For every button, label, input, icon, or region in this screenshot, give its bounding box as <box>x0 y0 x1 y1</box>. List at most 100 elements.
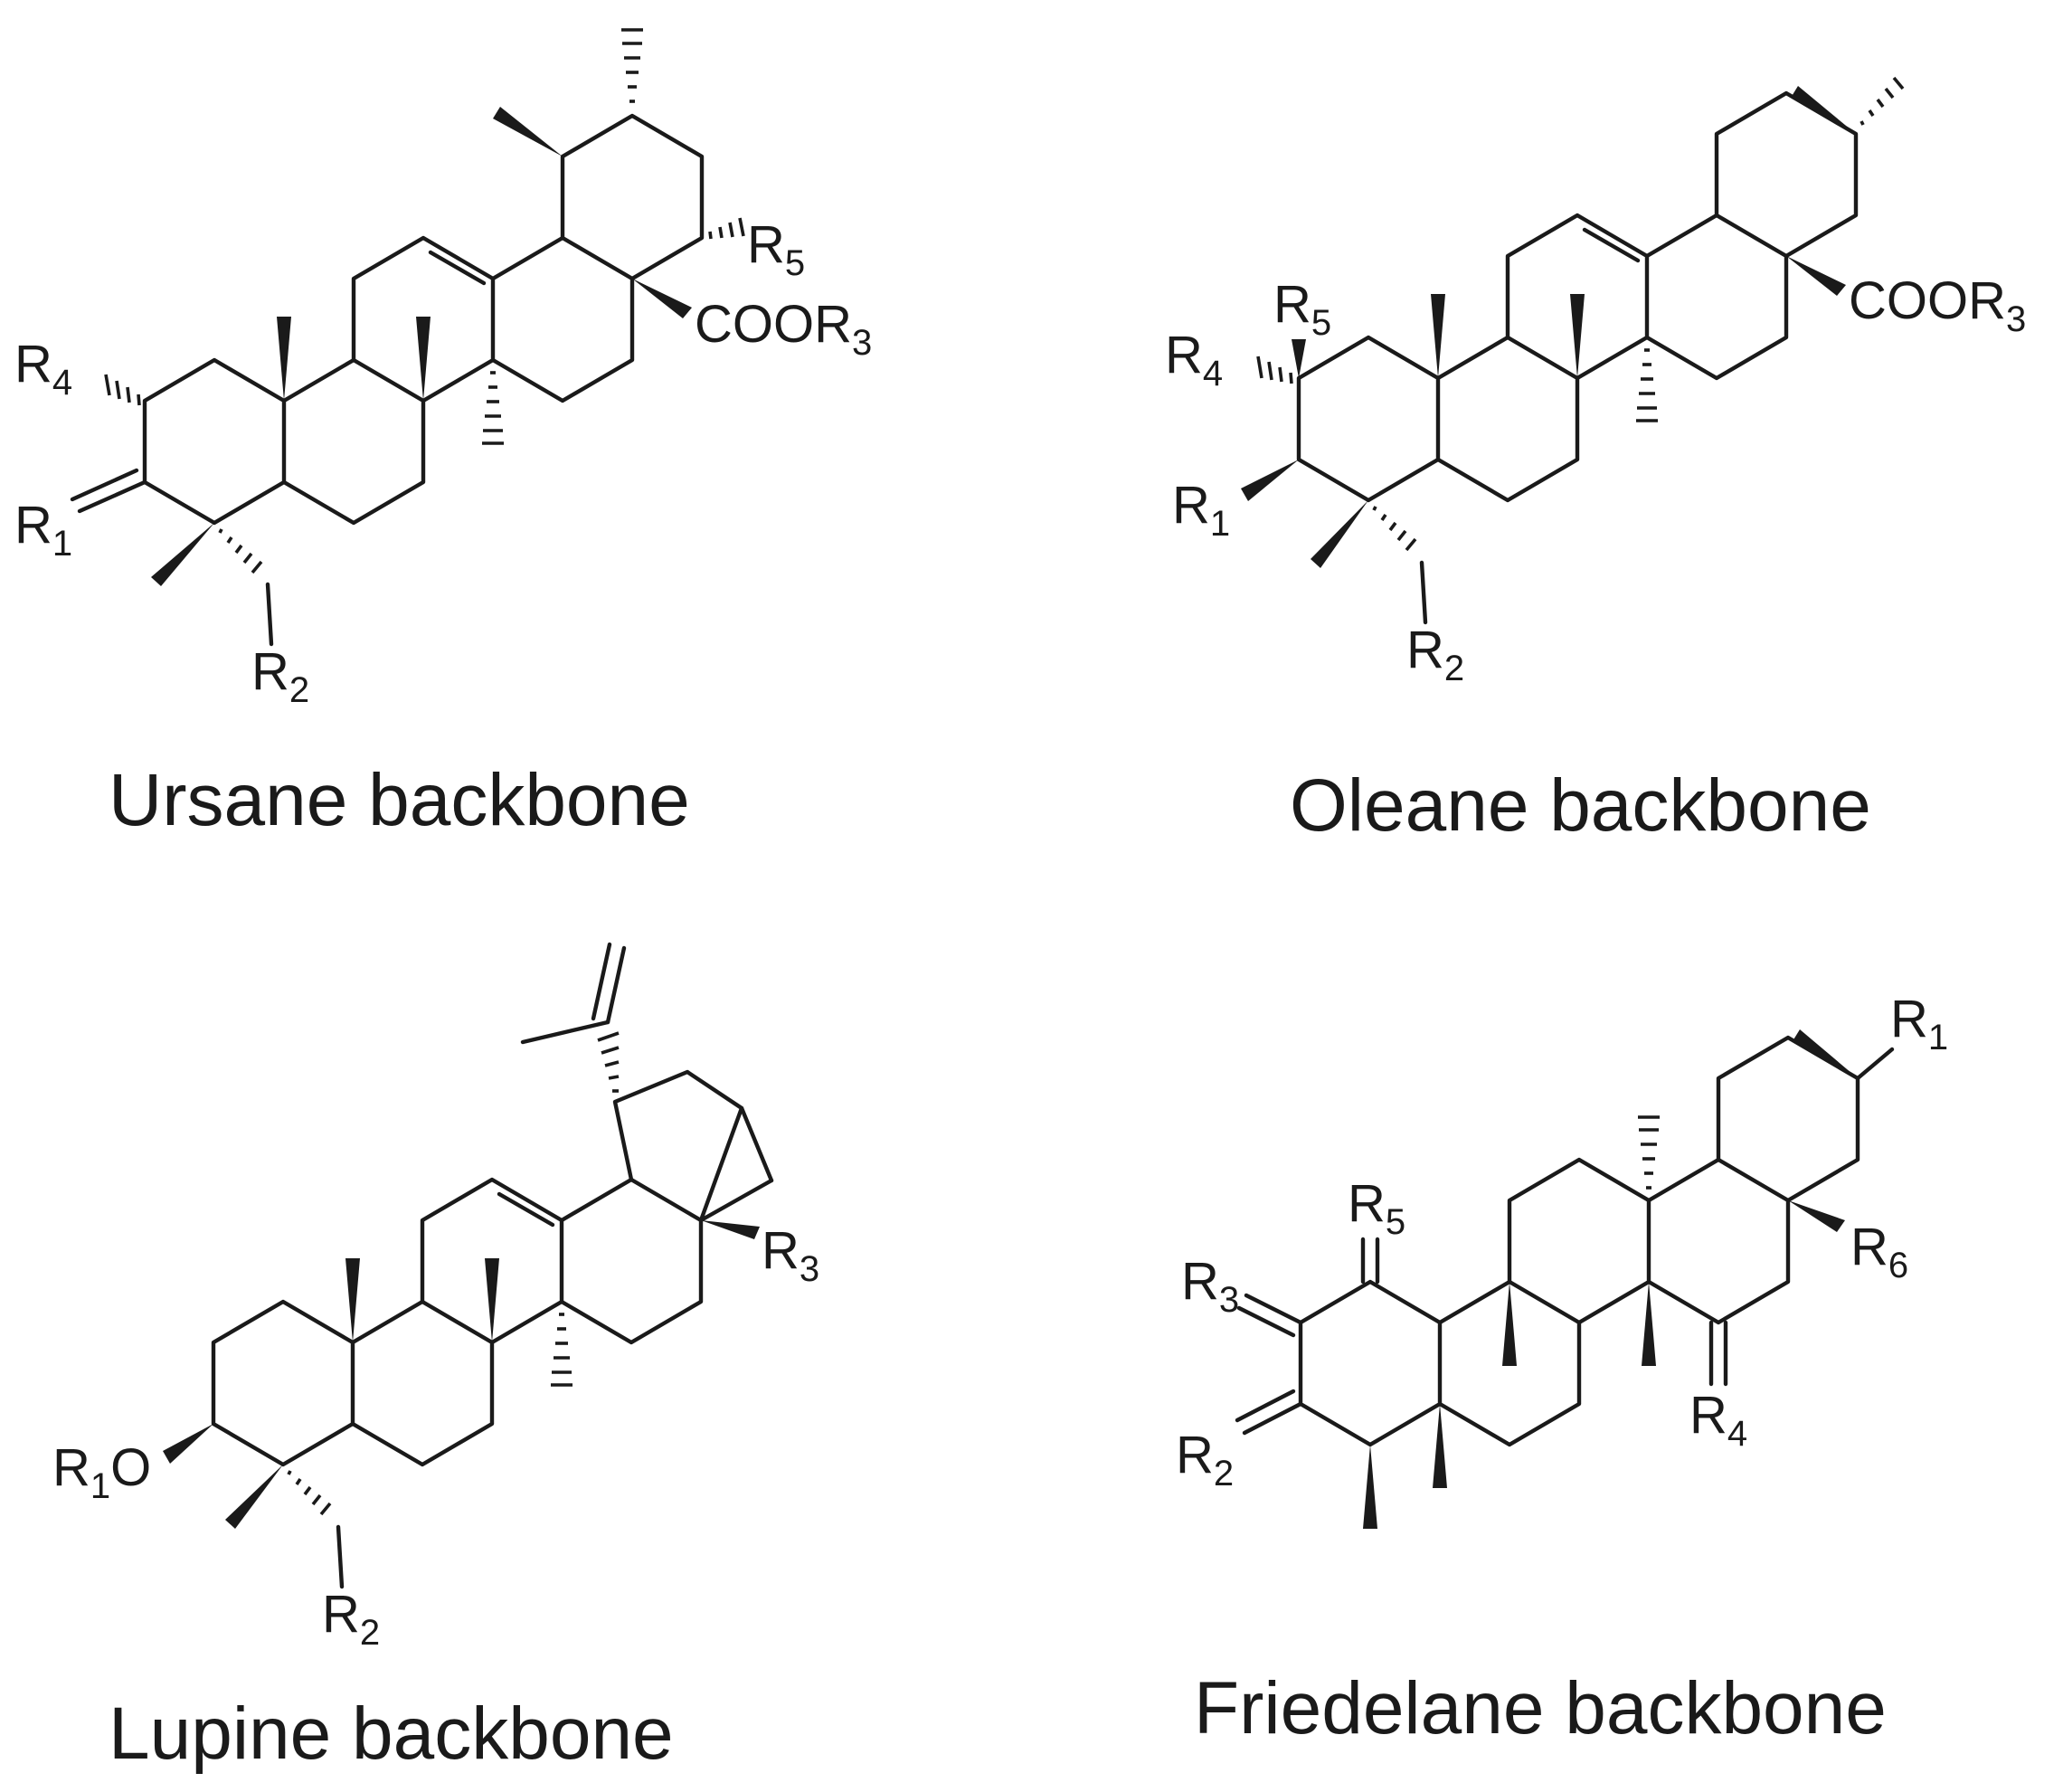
ursane-c3-double-bond-a <box>77 479 147 514</box>
lupine-c4-methyl-wedge <box>225 1465 283 1529</box>
friedelane-c3-double-b <box>1235 1389 1296 1423</box>
oleane-c24-bond <box>1419 560 1428 625</box>
ursane-c4-hash-bond <box>218 528 263 574</box>
friedelane-ring-d <box>1646 1157 1791 1325</box>
friedelane-structure: R1 R2 R3 R4 R5 R6 <box>1176 990 1948 1529</box>
ursane-r5-label: R5 <box>747 215 805 283</box>
lupine-c14-hash-bond <box>551 1313 573 1387</box>
oleane-r2-label: R2 <box>1406 621 1464 688</box>
ursane-c8-methyl-wedge <box>416 317 431 401</box>
oleane-c14-hash-bond <box>1636 348 1658 422</box>
ursane-ring-c <box>351 235 496 403</box>
friedelane-c14-methyl-wedge <box>1642 1282 1656 1366</box>
ursane-c20-hash-bond <box>621 28 643 103</box>
friedelane-ring-b <box>1437 1279 1582 1447</box>
ursane-r1-label: R1 <box>14 496 72 564</box>
lupine-isopropenyl-methyl <box>520 1019 610 1045</box>
ursane-c19-methyl-wedge <box>493 107 563 156</box>
friedelane-r4-label: R4 <box>1689 1386 1747 1454</box>
oleane-c10-methyl-wedge <box>1431 294 1445 378</box>
friedelane-c4-methyl-wedge <box>1363 1445 1377 1529</box>
lupine-isopropenyl-double-b <box>591 942 612 1021</box>
lupine-r3-label: R3 <box>762 1221 819 1289</box>
friedelane-ring-c <box>1507 1157 1651 1325</box>
ursane-c12-double-bond <box>428 250 487 286</box>
oleane-c17-wedge <box>1786 256 1846 296</box>
lupine-ring-e <box>612 1069 744 1223</box>
ursane-r4-label: R4 <box>14 335 72 403</box>
friedelane-c2-double-b <box>1236 1305 1296 1338</box>
friedelane-caption: Friedelane backbone <box>1194 1667 1887 1749</box>
friedelane-c20-methyl-wedge <box>1793 1029 1858 1078</box>
oleane-c20-hash-bond <box>1860 76 1905 126</box>
lupine-ring-b <box>350 1299 495 1467</box>
oleane-structure: R1 R2 COOR3 R4 R5 <box>1165 76 2026 688</box>
oleane-ring-c <box>1505 213 1650 381</box>
oleane-c12-double-bond <box>1582 227 1641 263</box>
friedelane-c20-r1-bond <box>1855 1047 1895 1081</box>
oleane-r4-label: R4 <box>1165 326 1223 393</box>
friedelane-r6-label: R6 <box>1850 1218 1908 1285</box>
oleane-c2-wedge <box>1292 339 1306 378</box>
lupine-c24-bond <box>336 1524 345 1589</box>
ursane-c22-hash-bond <box>708 217 745 240</box>
friedelane-r1-label: R1 <box>1890 990 1948 1057</box>
oleane-c4-hash-bond <box>1372 506 1417 552</box>
ursane-c24-bond <box>265 582 274 647</box>
oleane-c3-wedge <box>1241 460 1299 501</box>
lupine-ring-c <box>420 1177 564 1345</box>
ursane-c14-hash-bond <box>482 371 504 445</box>
ursane-c4-methyl-wedge <box>151 523 214 586</box>
ursane-ring-d <box>490 235 635 403</box>
friedelane-c17-wedge <box>1788 1200 1845 1232</box>
oleane-c4-methyl-wedge <box>1311 500 1368 568</box>
oleane-ring-a <box>1296 335 1441 503</box>
oleane-c8-methyl-wedge <box>1570 294 1585 378</box>
oleane-ring-b <box>1435 335 1580 503</box>
lupine-isopropenyl-double-a <box>605 945 627 1025</box>
friedelane-r2-label: R2 <box>1176 1426 1234 1493</box>
friedelane-ring-a <box>1298 1279 1443 1447</box>
lupine-ring-d <box>559 1177 704 1345</box>
lupine-r1o-label: R1O <box>52 1438 151 1506</box>
lupine-c17-wedge <box>701 1220 760 1239</box>
ursane-c10-methyl-wedge <box>277 317 291 401</box>
friedelane-r5-label: R5 <box>1348 1174 1405 1242</box>
friedelane-c5-methyl-wedge <box>1433 1404 1447 1488</box>
oleane-coor3-label: COOR3 <box>1849 271 2026 339</box>
ursane-ring-b <box>281 357 426 526</box>
oleane-c20-methyl-wedge <box>1791 86 1856 134</box>
ursane-ring-a <box>142 357 287 526</box>
ursane-structure: R1 R2 COOR3 R4 R5 <box>14 28 872 710</box>
ursane-c3-double-bond-b <box>70 468 139 502</box>
ursane-r2-label: R2 <box>251 642 309 710</box>
lupine-structure: R1O R2 R3 <box>52 942 819 1653</box>
oleane-ring-d <box>1644 213 1789 381</box>
lupine-r2-label: R2 <box>322 1585 380 1653</box>
lupine-c3-wedge <box>163 1424 213 1464</box>
ursane-c2-hash-bond <box>104 374 141 406</box>
friedelane-c9-methyl-wedge <box>1502 1282 1517 1366</box>
lupine-c19-hash-bond <box>597 1031 620 1093</box>
oleane-c2-hash-bond <box>1256 356 1293 384</box>
ursane-coor3-label: COOR3 <box>695 295 872 363</box>
lupine-c12-double-bond <box>497 1191 555 1228</box>
friedelane-r3-label: R3 <box>1181 1252 1239 1320</box>
friedelane-c3-double-a <box>1242 1401 1303 1436</box>
lupine-c10-methyl-wedge <box>345 1258 360 1342</box>
lupine-ring-e-close-b <box>698 1178 774 1223</box>
friedelane-c2-double-a <box>1244 1293 1303 1325</box>
oleane-r5-label: R5 <box>1273 275 1331 343</box>
lupine-ring-a <box>211 1299 355 1467</box>
ursane-caption: Ursane backbone <box>109 759 690 841</box>
lupine-c4-hash-bond <box>287 1470 332 1516</box>
lupine-caption: Lupine backbone <box>109 1692 674 1775</box>
oleane-r1-label: R1 <box>1172 476 1230 544</box>
lupine-ring-e-close <box>739 1105 774 1183</box>
ursane-ring-e <box>560 113 705 281</box>
lupine-c8-methyl-wedge <box>485 1258 499 1342</box>
oleane-caption: Oleane backbone <box>1290 764 1871 847</box>
ursane-c17-wedge <box>632 279 692 318</box>
friedelane-c13-hash-bond <box>1638 1115 1660 1190</box>
